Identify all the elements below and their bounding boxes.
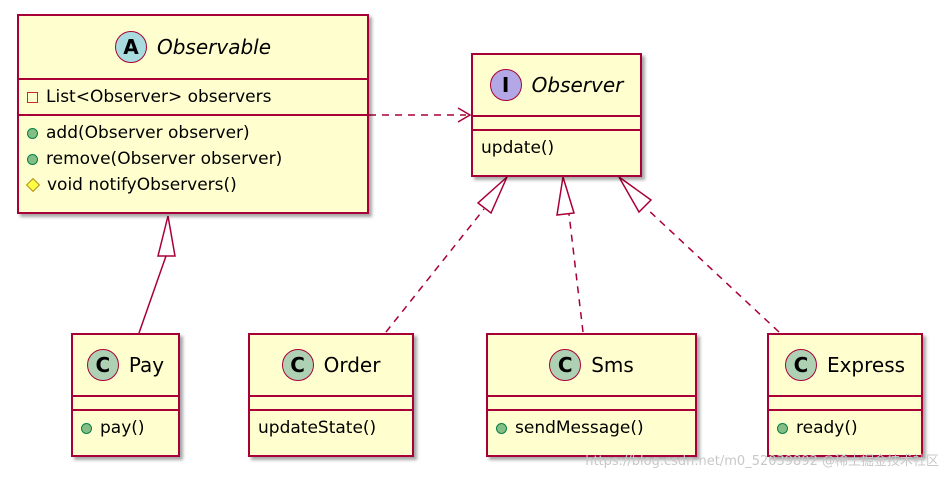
- interface-observer: I Observer update(): [471, 53, 642, 177]
- methods-section: updateState(): [250, 411, 412, 445]
- class-name: Pay: [128, 353, 165, 377]
- methods-section: sendMessage(): [488, 411, 695, 445]
- method-row: add(Observer observer): [27, 120, 359, 146]
- method-row: void notifyObservers(): [25, 172, 359, 198]
- class-pay: C Pay pay(): [71, 333, 180, 457]
- field-row: List<Observer> observers: [27, 84, 359, 110]
- fields-section: [250, 397, 412, 411]
- inheritance-edge-pay-observable: [138, 215, 176, 334]
- fields-section: [488, 397, 695, 411]
- private-visibility-icon: [27, 91, 38, 103]
- realization-edge-order-observer: [385, 176, 508, 333]
- method-text: pay(): [100, 418, 145, 438]
- class-badge-icon: C: [86, 349, 119, 381]
- class-badge-icon: C: [549, 349, 582, 381]
- inheritance-triangle: [157, 215, 176, 257]
- realization-edge-sms-observer: [556, 176, 584, 333]
- interface-badge-icon: I: [489, 69, 522, 101]
- class-badge-icon: C: [784, 349, 817, 381]
- method-row: pay(): [81, 415, 170, 441]
- class-name: Observer: [531, 73, 624, 97]
- method-text: sendMessage(): [515, 418, 644, 438]
- realization-triangle: [556, 176, 575, 216]
- class-express: C Express ready(): [767, 333, 923, 457]
- fields-section: [769, 397, 921, 411]
- method-text: updateState(): [258, 418, 377, 438]
- class-name: Order: [323, 353, 381, 377]
- class-header: I Observer: [473, 55, 640, 117]
- method-text: remove(Observer observer): [46, 149, 283, 169]
- class-badge-icon: C: [281, 349, 314, 381]
- realization-triangle: [618, 176, 653, 214]
- method-row: updateState(): [258, 415, 404, 441]
- methods-section: pay(): [73, 411, 178, 445]
- class-header: C Sms: [488, 335, 695, 397]
- public-visibility-icon: [777, 422, 788, 434]
- class-header: A Observable: [19, 16, 367, 80]
- method-text: void notifyObservers(): [47, 175, 237, 195]
- class-sms: C Sms sendMessage(): [486, 333, 697, 457]
- field-text: List<Observer> observers: [46, 87, 272, 107]
- class-name: Observable: [156, 35, 272, 59]
- watermark: https://blog.csdn.net/m0_52039892 @稀土掘金技…: [585, 454, 939, 469]
- class-name: Express: [826, 353, 906, 377]
- class-header: C Pay: [73, 335, 178, 397]
- class-header: C Express: [769, 335, 921, 397]
- methods-section: ready(): [769, 411, 921, 445]
- fields-section: [73, 397, 178, 411]
- realization-triangle: [476, 176, 508, 215]
- abstract-badge-icon: A: [114, 31, 147, 63]
- methods-section: update(): [473, 131, 640, 165]
- class-name: Sms: [591, 353, 634, 377]
- public-visibility-icon: [496, 422, 507, 434]
- realization-edge-express-observer: [618, 176, 780, 333]
- dependency-edge-observable-observer: [369, 107, 472, 123]
- method-row: sendMessage(): [496, 415, 687, 441]
- method-row: ready(): [777, 415, 913, 441]
- method-text: ready(): [796, 418, 858, 438]
- method-text: add(Observer observer): [46, 123, 250, 143]
- method-row: remove(Observer observer): [27, 146, 359, 172]
- fields-section: List<Observer> observers: [19, 80, 367, 116]
- class-observable: A Observable List<Observer> observers ad…: [17, 14, 369, 214]
- fields-section: [473, 117, 640, 131]
- method-text: update(): [481, 138, 555, 158]
- methods-section: add(Observer observer) remove(Observer o…: [19, 116, 367, 202]
- public-visibility-icon: [81, 422, 92, 434]
- class-order: C Order updateState(): [248, 333, 414, 457]
- dependency-arrowhead: [457, 107, 472, 123]
- public-visibility-icon: [27, 127, 38, 139]
- protected-visibility-icon: [25, 177, 41, 193]
- public-visibility-icon: [27, 153, 38, 165]
- method-row: update(): [481, 135, 632, 161]
- class-header: C Order: [250, 335, 412, 397]
